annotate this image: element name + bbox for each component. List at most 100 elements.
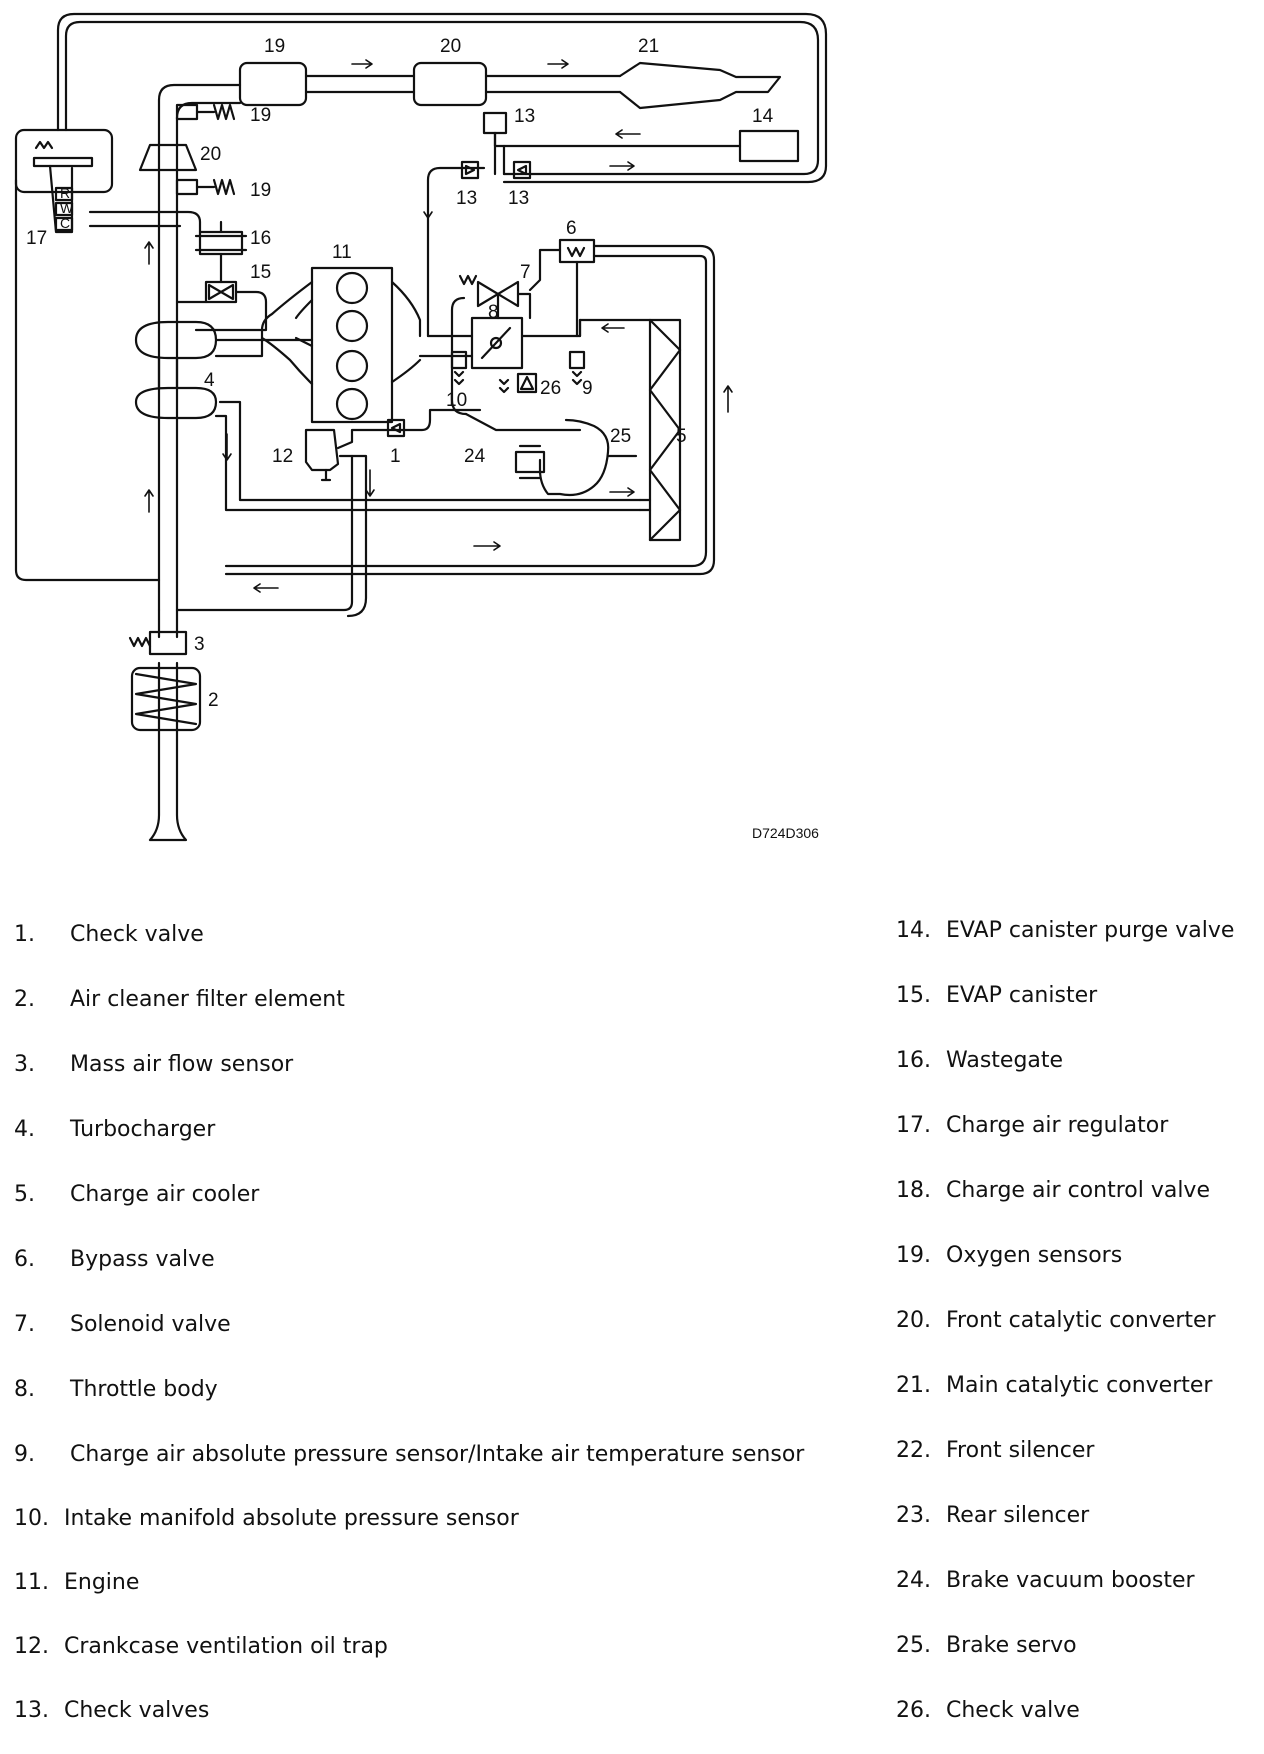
callout-10: 10 <box>446 390 467 411</box>
callout-4: 4 <box>204 370 215 391</box>
legend-number: 12. <box>14 1634 49 1659</box>
legend-item: 26. Check valve <box>896 1698 1080 1724</box>
legend-item: 5. Charge air cooler <box>14 1182 259 1208</box>
oxygen-sensor-upper <box>175 103 236 121</box>
legend-label: Throttle body <box>70 1377 218 1402</box>
legend-number: 3. <box>14 1052 35 1077</box>
evap-purge-valve-body <box>482 111 508 135</box>
legend-item: 7. Solenoid valve <box>14 1312 231 1338</box>
crankcase-oil-trap <box>175 428 402 618</box>
callout-12: 12 <box>272 446 293 467</box>
evap-system <box>426 111 800 338</box>
charge-air-pressure-sensor <box>568 350 586 386</box>
rear-silencer-body <box>618 61 782 110</box>
control-hose-outer <box>64 20 820 176</box>
callout-3: 3 <box>194 634 205 655</box>
legend-number: 26. <box>896 1698 931 1723</box>
legend-number: 25. <box>896 1633 931 1658</box>
legend-label: Check valve <box>946 1698 1080 1723</box>
legend-label: Charge air cooler <box>70 1182 260 1207</box>
front-silencer-body <box>412 61 488 107</box>
left-return-hose <box>14 178 161 582</box>
legend-item: 11.Engine <box>14 1570 139 1596</box>
turbocharger <box>134 320 218 420</box>
legend-item: 21.Main catalytic converter <box>896 1373 1212 1399</box>
legend-item: 18. Charge air control valve <box>896 1178 1210 1204</box>
check-valve-1 <box>386 408 482 438</box>
callout-26: 26 <box>540 378 561 399</box>
legend-number: 18. <box>896 1178 931 1203</box>
legend-number: 16. <box>896 1048 931 1073</box>
callout-7: 7 <box>520 262 531 283</box>
callout-23: 21 <box>638 36 659 57</box>
callout-13-left: 13 <box>456 188 477 209</box>
callout-19-lower: 19 <box>250 180 271 201</box>
legend-number: 14. <box>896 918 931 943</box>
legend-item: 4. Turbocharger <box>14 1117 215 1143</box>
legend-label: Front catalytic converter <box>946 1308 1216 1333</box>
legend-label: Charge air regulator <box>946 1113 1169 1138</box>
legend-number: 24. <box>896 1568 931 1593</box>
legend-label: Rear silencer <box>946 1503 1090 1528</box>
legend-number: 4. <box>14 1117 35 1142</box>
callout-22: 20 <box>440 36 461 57</box>
legend-number: 2. <box>14 987 35 1012</box>
legend-label: Turbocharger <box>70 1117 216 1142</box>
legend-item: 10.Intake manifold absolute pressure sen… <box>14 1506 519 1532</box>
check-valve-13b <box>512 160 532 180</box>
legend-number: 22. <box>896 1438 931 1463</box>
legend-item: 6. Bypass valve <box>14 1247 215 1273</box>
oxygen-sensor-lower <box>175 178 236 196</box>
legend-number: 11. <box>14 1570 49 1595</box>
legend-number: 10. <box>14 1506 49 1531</box>
legend-item: 15.EVAP canister <box>896 983 1097 1009</box>
legend-item: 22. Front silencer <box>896 1438 1094 1464</box>
legend-number: 5. <box>14 1182 35 1207</box>
legend-item: 20. Front catalytic converter <box>896 1308 1216 1334</box>
legend-label: Bypass valve <box>70 1247 215 1272</box>
legend-label: Oxygen sensors <box>946 1243 1123 1268</box>
callout-15: 14 <box>752 106 774 127</box>
legend-number: 7. <box>14 1312 35 1337</box>
callout-8: 8 <box>488 302 499 323</box>
legend-item: 12. Crankcase ventilation oil trap <box>14 1634 388 1660</box>
valve-letter-c: C <box>60 215 70 231</box>
legend-number: 23. <box>896 1503 931 1528</box>
legend-item: 2. Air cleaner filter element <box>14 987 345 1013</box>
legend-label: Brake vacuum booster <box>946 1568 1195 1593</box>
system-diagram: 19 20 21 13 14 19 20 19 13 13 16 17 6 11… <box>14 12 828 842</box>
legend-item: 19.Oxygen sensors <box>896 1243 1122 1269</box>
callout-24: 24 <box>464 446 486 467</box>
legend-label: EVAP canister purge valve <box>946 918 1235 943</box>
callout-13-right: 13 <box>508 188 529 209</box>
front-catalytic-converter-body <box>138 143 198 172</box>
legend-item: 24. Brake vacuum booster <box>896 1568 1195 1594</box>
exhaust-line <box>238 61 782 110</box>
legend-label: Wastegate <box>946 1048 1064 1073</box>
air-cleaner <box>130 666 202 732</box>
control-hose-outer-inner <box>56 12 828 184</box>
legend-label: Crankcase ventilation oil trap <box>64 1634 388 1659</box>
callout-20: 20 <box>200 144 221 165</box>
legend-item: 14. EVAP canister purge valve <box>896 918 1234 944</box>
legend-number: 21. <box>896 1373 931 1398</box>
callout-17: 16 <box>250 228 271 249</box>
legend-number: 6. <box>14 1247 35 1272</box>
legend-number: 13. <box>14 1698 49 1723</box>
legend-label: Charge air control valve <box>946 1178 1210 1203</box>
legend-label: Air cleaner filter element <box>70 987 345 1012</box>
bypass-valve <box>224 238 716 576</box>
brake-servo <box>464 412 638 497</box>
legend-label: Solenoid valve <box>70 1312 231 1337</box>
callout-1: 1 <box>390 446 401 467</box>
valve-letter-r: R <box>60 185 70 201</box>
flow-arrows <box>144 59 733 593</box>
callout-19-upper: 19 <box>250 105 271 126</box>
legend-number: 20. <box>896 1308 931 1333</box>
wastegate <box>175 280 268 332</box>
callout-18: 17 <box>26 228 47 249</box>
legend-number: 17. <box>896 1113 931 1138</box>
legend-number: 1. <box>14 922 35 947</box>
legend-label: Check valves <box>64 1698 210 1723</box>
legend-label: Front silencer <box>946 1438 1095 1463</box>
